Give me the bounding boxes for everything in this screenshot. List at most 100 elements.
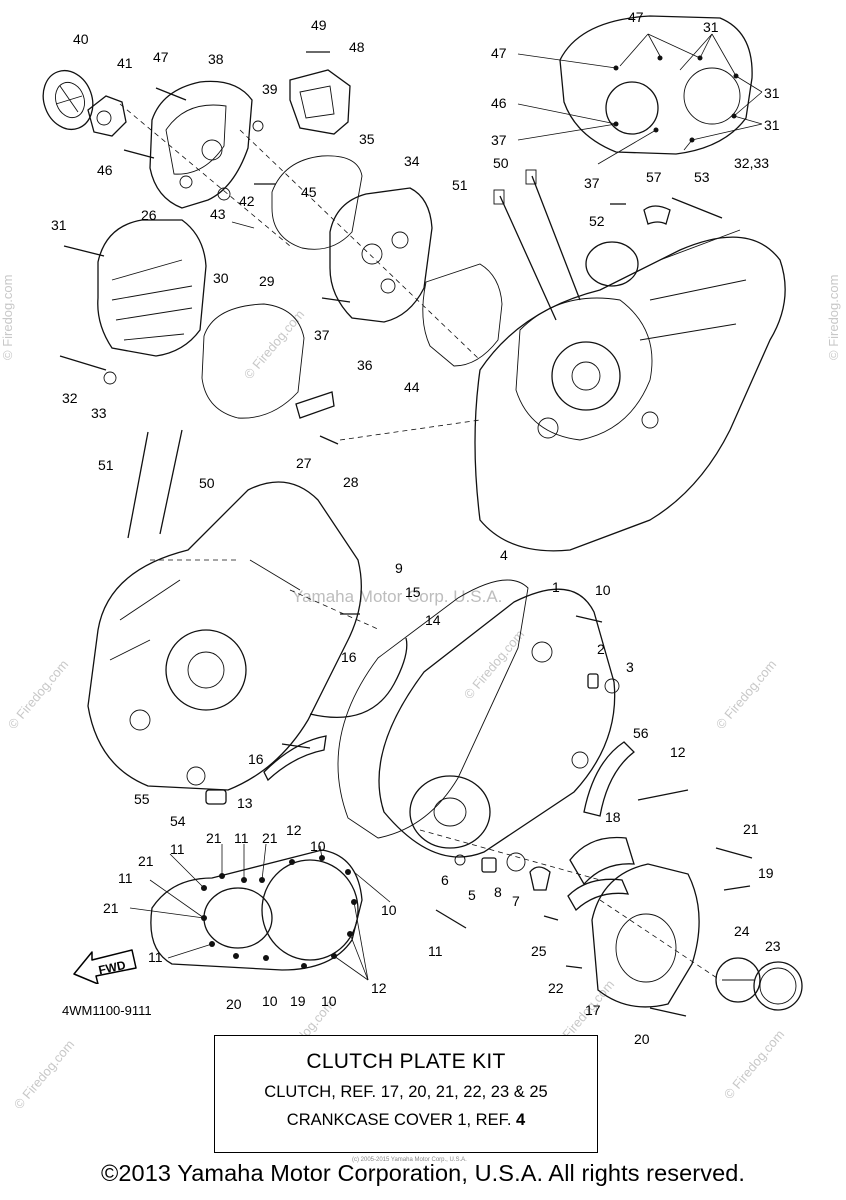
push-rods-lower [127, 429, 183, 539]
callout-10: 10 [595, 582, 611, 598]
part-48-bracket [289, 69, 351, 135]
callout-10: 10 [321, 993, 337, 1009]
callout-1: 1 [552, 579, 560, 595]
part-52-oring [585, 241, 639, 287]
part-24-cap [715, 957, 761, 1003]
part-4-gasket [337, 579, 529, 839]
callout-5: 5 [468, 887, 476, 903]
callout-39: 39 [262, 81, 278, 97]
kit-line-cover: CRANKCASE COVER 1, REF. 4 [215, 1111, 597, 1130]
callout-29: 29 [259, 273, 275, 289]
kit-line-cover-prefix: CRANKCASE COVER 1, REF. [286, 1111, 517, 1129]
push-rods-upper [493, 169, 581, 321]
callout-43: 43 [210, 206, 226, 222]
kit-title: CLUTCH PLATE KIT [306, 1050, 506, 1073]
callout-12: 12 [371, 980, 387, 996]
callout-37: 37 [584, 175, 600, 191]
callout-22: 22 [548, 980, 564, 996]
callout-19: 19 [758, 865, 774, 881]
callout-11: 11 [170, 841, 185, 857]
callout-48: 48 [349, 39, 365, 55]
callout-10: 10 [262, 993, 278, 1009]
callout-2: 2 [597, 641, 605, 657]
callout-9: 9 [395, 560, 403, 576]
watermark-firedog: © Firedog.com [5, 657, 71, 732]
part-13-guide [263, 735, 327, 782]
watermark-firedog: © Firedog.com [241, 307, 307, 382]
callout-31: 31 [703, 19, 719, 35]
callout-11: 11 [148, 949, 163, 965]
callout-12: 12 [286, 822, 302, 838]
callout-8: 8 [494, 884, 502, 900]
callout-32-33: 32,33 [734, 155, 769, 171]
watermark-firedog: © Firedog.com [713, 657, 779, 732]
part-clutch-cover [591, 863, 700, 1008]
callout-11: 11 [234, 830, 249, 846]
callout-38: 38 [208, 51, 224, 67]
callout-40: 40 [73, 31, 89, 47]
callout-53: 53 [694, 169, 710, 185]
callout-45: 45 [301, 184, 317, 200]
callout-3: 3 [626, 659, 634, 675]
part-29-gasket [201, 303, 305, 419]
callout-26: 26 [141, 207, 157, 223]
part-41-pump-rotor [87, 95, 127, 137]
part-35-gasket [271, 155, 363, 250]
part-38-pump-housing [149, 80, 253, 209]
callout-4: 4 [500, 547, 508, 563]
callout-36: 36 [357, 357, 373, 373]
callout-46: 46 [491, 95, 507, 111]
callout-25: 25 [531, 943, 547, 959]
callout-labels: 40 41 47 38 49 48 39 46 43 42 45 35 34 3… [51, 9, 781, 1047]
forward-arrow-icon: FWD [70, 944, 140, 989]
part-27-clip [295, 391, 335, 419]
fwd-label: FWD [97, 958, 127, 977]
part-gasket-lower [150, 849, 363, 971]
callout-21: 21 [206, 830, 222, 846]
watermark-firedog: © Firedog.com [11, 1037, 77, 1112]
callout-46: 46 [97, 162, 113, 178]
clutch-plate-kit-box: CLUTCH PLATE KIT CLUTCH, REF. 17, 20, 21… [214, 1035, 598, 1153]
callout-37: 37 [491, 132, 507, 148]
callout-44: 44 [404, 379, 420, 395]
watermark-yamaha: Yamaha Motor Corp. U.S.A. [292, 587, 502, 606]
callout-11: 11 [118, 870, 133, 886]
callout-42: 42 [239, 193, 255, 209]
callout-50: 50 [199, 475, 215, 491]
watermark-firedog: © Firedog.com [826, 275, 841, 360]
callout-21: 21 [138, 853, 154, 869]
part-57-clip [643, 205, 671, 225]
callout-21: 21 [743, 821, 759, 837]
watermark-firedog: © Firedog.com [461, 627, 527, 702]
callout-35: 35 [359, 131, 375, 147]
callout-52: 52 [589, 213, 605, 229]
callout-51: 51 [452, 177, 468, 193]
part-upper-cover [559, 15, 753, 155]
small-hardware [103, 120, 620, 891]
callout-49: 49 [311, 17, 327, 33]
part-34-timing-cover [329, 187, 433, 323]
callout-37: 37 [314, 327, 330, 343]
callout-11: 11 [428, 943, 443, 959]
watermark-firedog: © Firedog.com [721, 1027, 787, 1102]
part-56-bracket [583, 741, 635, 817]
callout-33: 33 [91, 405, 107, 421]
callout-34: 34 [404, 153, 420, 169]
callout-54: 54 [170, 813, 186, 829]
callout-7: 7 [512, 893, 520, 909]
callout-51: 51 [98, 457, 114, 473]
callout-57: 57 [646, 169, 662, 185]
callout-41: 41 [117, 55, 133, 71]
callout-20: 20 [226, 996, 242, 1012]
callout-16: 16 [248, 751, 264, 767]
kit-line-cover-ref: 4 [516, 1111, 526, 1129]
callout-28: 28 [343, 474, 359, 490]
callout-31: 31 [51, 217, 67, 233]
callout-19: 19 [290, 993, 306, 1009]
callout-20: 20 [634, 1031, 650, 1047]
callout-56: 56 [633, 725, 649, 741]
callout-23: 23 [765, 938, 781, 954]
part-crankcase-left [87, 481, 362, 791]
callout-31: 31 [764, 117, 780, 133]
